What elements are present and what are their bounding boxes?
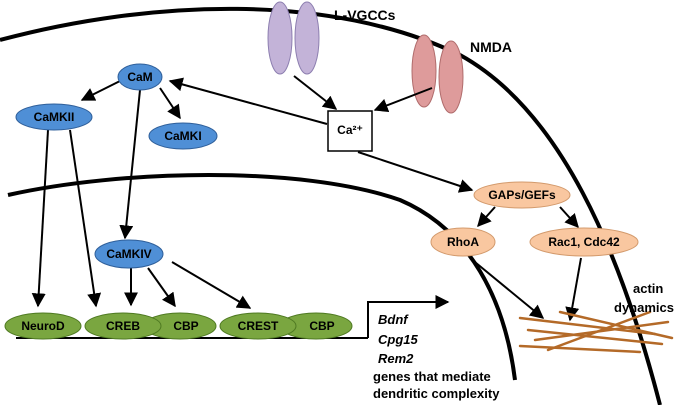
rhoa-label: RhoA xyxy=(447,235,479,249)
gapsgefs-node: GAPs/GEFs xyxy=(473,181,571,209)
nmda-subunit-right xyxy=(438,40,464,114)
cam-label: CaM xyxy=(127,70,152,84)
neurod-label: NeuroD xyxy=(21,319,65,333)
nmda-subunit-left xyxy=(411,34,437,108)
creb-label: CREB xyxy=(106,319,140,333)
arrow-camkiv-to-cbp xyxy=(147,267,176,308)
cbp-node-1: CBP xyxy=(143,312,217,340)
transcription-start-arrow xyxy=(367,295,450,338)
lvgcc-channel xyxy=(267,1,320,75)
rhoa-node: RhoA xyxy=(430,227,496,257)
actin-filaments xyxy=(518,310,674,354)
cbp-node-2: CBP xyxy=(279,312,353,340)
cbp-label-2: CBP xyxy=(309,319,334,333)
arrow-gapsgefs-to-rhoa xyxy=(477,206,496,228)
genes-caption-line1: genes that mediate xyxy=(373,369,491,384)
lvgcc-subunit-left xyxy=(267,1,293,75)
arrow-ca-to-cam xyxy=(168,77,328,125)
actin-label-line1: actin xyxy=(633,281,663,296)
calcium-label: Ca²⁺ xyxy=(337,123,363,137)
arrow-rhoa-to-actin xyxy=(469,257,545,319)
calcium-box xyxy=(327,110,373,152)
gene-bdnf: Bdnf xyxy=(378,312,409,327)
nmda-label: NMDA xyxy=(470,39,512,55)
camki-node: CaMKI xyxy=(148,122,218,150)
arrow-camkii-to-neurod xyxy=(31,129,49,308)
rac-cdc42-label: Rac1, Cdc42 xyxy=(548,235,620,249)
arrow-rac-to-actin xyxy=(565,257,582,322)
camki-label: CaMKI xyxy=(164,129,201,143)
camkiv-label: CaMKIV xyxy=(106,247,151,261)
lvgcc-subunit-right xyxy=(294,1,320,75)
rac-cdc42-node: Rac1, Cdc42 xyxy=(529,227,639,257)
nuclear-membrane xyxy=(7,173,517,381)
arrow-camkiv-to-crest xyxy=(171,261,252,309)
crest-label: CREST xyxy=(238,319,279,333)
creb-node: CREB xyxy=(84,312,162,340)
arrow-ca-to-gapsgefs xyxy=(357,151,474,193)
lvgcc-label: L-VGCCs xyxy=(334,7,396,23)
cam-node: CaM xyxy=(117,63,163,91)
arrow-nmda-to-ca xyxy=(373,87,433,112)
arrow-camkii-to-creb xyxy=(69,129,102,308)
arrow-cam-to-camkiv xyxy=(119,89,141,240)
arrow-lvgcc-to-ca xyxy=(293,75,338,110)
arrow-gapsgefs-to-rac xyxy=(559,206,579,229)
genes-caption-line2: dendritic complexity xyxy=(373,386,500,401)
camkii-label: CaMKII xyxy=(34,110,75,124)
gene-rem2: Rem2 xyxy=(378,351,414,366)
gapsgefs-label: GAPs/GEFs xyxy=(488,188,556,202)
crest-node: CREST xyxy=(219,312,297,340)
gene-cpg15: Cpg15 xyxy=(378,332,419,347)
arrow-cam-to-camkii xyxy=(80,78,125,101)
cbp-label-1: CBP xyxy=(173,319,198,333)
arrow-cam-to-camki xyxy=(159,87,181,120)
neurod-node: NeuroD xyxy=(4,312,82,340)
camkii-node: CaMKII xyxy=(15,103,93,131)
actin-label-line2: dynamics xyxy=(614,300,674,315)
camkiv-node: CaMKIV xyxy=(94,239,164,269)
